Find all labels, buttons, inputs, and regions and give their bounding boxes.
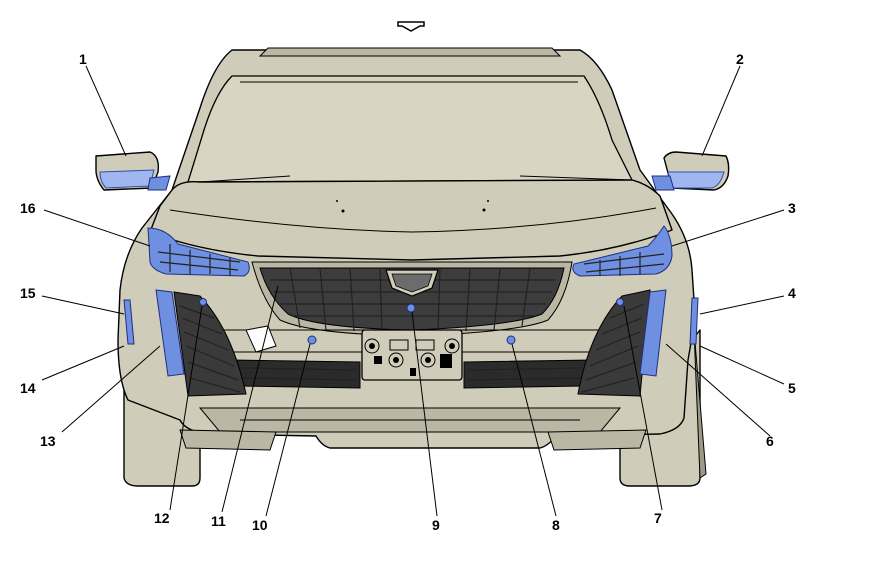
callout-11: 11	[211, 513, 226, 529]
right-headlamp	[572, 225, 673, 277]
callout-1: 1	[79, 51, 87, 67]
leader-lines	[41, 65, 785, 517]
forward-arrow-icon	[397, 21, 425, 32]
callout-7: 7	[654, 510, 662, 526]
left-lamp-strip	[155, 289, 185, 377]
left-mirror	[95, 151, 171, 191]
callout-10: 10	[252, 517, 268, 533]
callout-13: 13	[40, 433, 56, 449]
right-mirror	[651, 151, 730, 191]
vehicle-front-view	[95, 47, 730, 487]
left-outer-sensor	[199, 298, 207, 306]
callout-4: 4	[788, 285, 796, 301]
right-lamp-strip	[639, 289, 667, 377]
callout-16: 16	[20, 200, 36, 216]
right-outer-sensor	[616, 298, 624, 306]
callout-12: 12	[154, 510, 170, 526]
callout-15: 15	[20, 285, 36, 301]
right-inner-sensor	[506, 335, 516, 345]
left-inner-sensor	[307, 335, 317, 345]
callout-8: 8	[552, 517, 560, 533]
callout-5: 5	[788, 380, 796, 396]
callout-6: 6	[766, 433, 774, 449]
callout-2: 2	[736, 51, 744, 67]
license-plate-bracket	[361, 329, 463, 381]
front-camera	[406, 303, 416, 313]
hood	[149, 179, 673, 261]
left-side-marker	[123, 299, 135, 345]
windshield	[187, 75, 634, 183]
callout-labels: 1 2 3 4 5 6 7 8 9 10 11 12 13 14 15 16	[20, 51, 796, 533]
callout-3: 3	[788, 200, 796, 216]
callout-9: 9	[432, 517, 440, 533]
left-headlamp	[147, 227, 250, 277]
callout-14: 14	[20, 380, 36, 396]
right-side-marker	[689, 297, 699, 345]
